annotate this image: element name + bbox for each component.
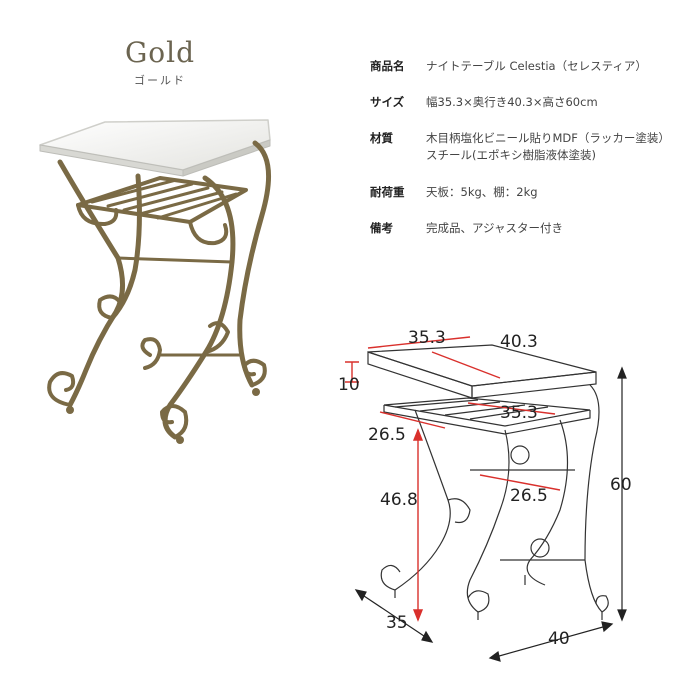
spec-label: 耐荷重 [370,185,405,199]
dimension-drawing [367,344,609,620]
spec-row-notes: 備考 完成品、アジャスター付き [370,220,685,237]
spec-value: 木目柄塩化ビニール貼りMDF（ラッカー塗装） スチール(エポキシ樹脂液体塗装) [426,130,670,164]
spec-value: 完成品、アジャスター付き [426,221,563,235]
dim-shelf-height: 46.8 [380,490,418,510]
dim-base-depth: 40 [548,629,570,649]
spec-label: サイズ [370,95,405,109]
table-photo [39,119,272,444]
dim-shelf-width: 35.3 [500,403,538,423]
dimension-arrows [345,336,561,622]
spec-row-material: 材質 木目柄塩化ビニール貼りMDF（ラッカー塗装） スチール(エポキシ樹脂液体塗… [370,130,685,164]
product-color-title: Gold ゴールド [110,38,210,88]
dim-leg-spacing: 26.5 [510,486,548,506]
color-name-en: Gold [124,36,196,69]
spec-value: 天板：5kg、棚：2kg [426,185,538,199]
dim-total-height: 60 [610,475,632,495]
dim-base-width: 35 [386,613,408,633]
spec-value: 幅35.3×奥行き40.3×高さ60cm [426,95,598,109]
spec-label: 備考 [370,221,393,235]
spec-row-size: サイズ 幅35.3×奥行き40.3×高さ60cm [370,94,685,111]
dim-shelf-depth: 26.5 [368,425,406,445]
dimension-arrows-black [354,366,627,662]
dim-top-width: 35.3 [408,328,446,348]
spec-value-line: 木目柄塩化ビニール貼りMDF（ラッカー塗装） [426,131,670,145]
color-name-ja: ゴールド [134,74,186,87]
spec-value-line: スチール(エポキシ樹脂液体塗装) [426,148,596,162]
dim-top-thickness: 10 [338,375,360,395]
spec-row-load: 耐荷重 天板：5kg、棚：2kg [370,184,685,201]
dim-top-depth: 40.3 [500,332,538,352]
spec-row-name: 商品名 ナイトテーブル Celestia（セレスティア） [370,58,685,75]
spec-label: 材質 [370,131,393,145]
spec-label: 商品名 [370,59,405,73]
spec-value: ナイトテーブル Celestia（セレスティア） [426,59,647,73]
